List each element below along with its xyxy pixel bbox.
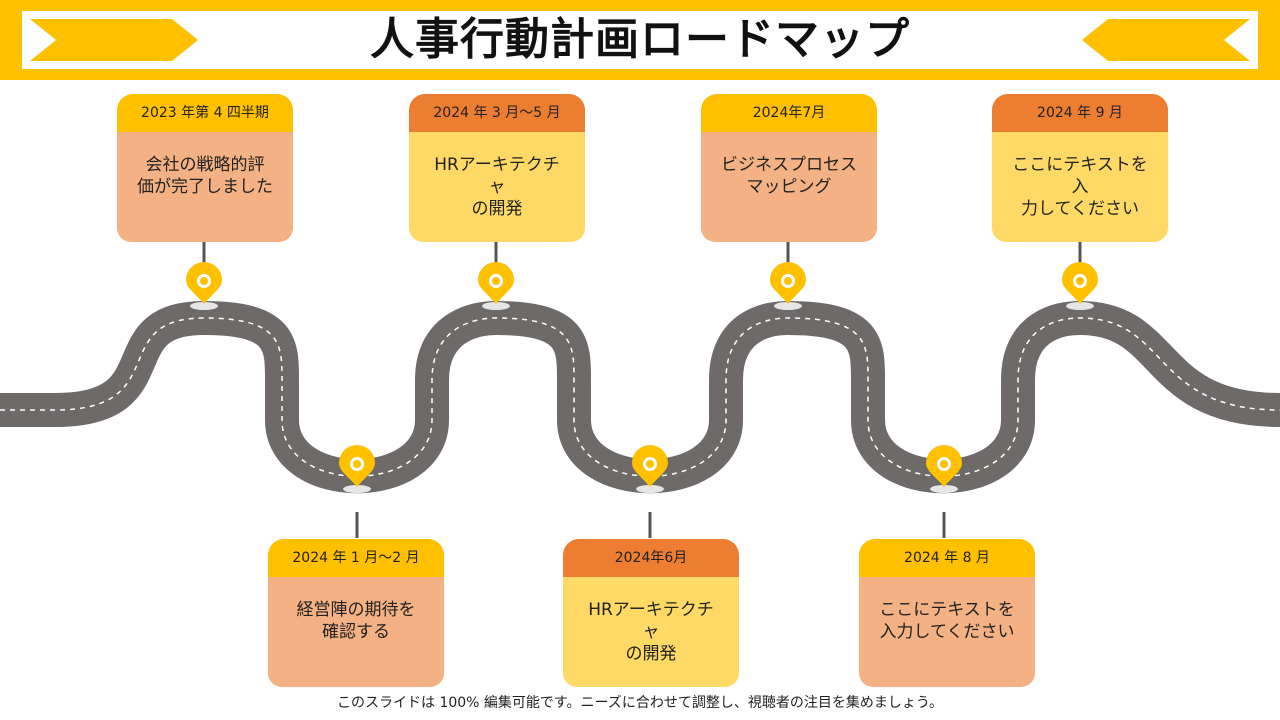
milestone-text: ここにテキストを 入力してください (879, 600, 1015, 642)
milestone-card: ここにテキストを 入力してください (859, 577, 1035, 687)
milestone-text: HRアーキテクチャ の開発 (434, 155, 560, 219)
milestone-date-label: 2024年6月 (563, 539, 739, 577)
pin-icon (478, 262, 514, 310)
pin-icon (926, 445, 962, 493)
pin-icon (632, 445, 668, 493)
footer-note: このスライドは 100% 編集可能です。ニーズに合わせて調整し、視聴者の注目を集… (337, 695, 943, 711)
milestone-date-label: 2023 年第 4 四半期 (117, 94, 293, 132)
page-title: 人事行動計画ロードマップ (370, 14, 910, 65)
milestone-text: HRアーキテクチャ の開発 (588, 600, 714, 664)
milestone-date-label: 2024 年 8 月 (859, 539, 1035, 577)
milestone-text: 会社の戦略的評 価が完了しました (137, 155, 273, 197)
milestone-text: ビジネスプロセス マッピング (721, 155, 857, 197)
milestone-card: HRアーキテクチャ の開発 (563, 577, 739, 687)
milestone-text: ここにテキストを入 力してください (1012, 155, 1148, 219)
milestone-date-label: 2024 年 9 月 (992, 94, 1168, 132)
milestone-card: 会社の戦略的評 価が完了しました (117, 132, 293, 242)
milestone-card: ここにテキストを入 力してください (992, 132, 1168, 242)
road-center-line (0, 317, 1280, 477)
milestone-text: 経営陣の期待を 確認する (296, 600, 416, 642)
milestone-date-label: 2024年7月 (701, 94, 877, 132)
pin-icon (1062, 262, 1098, 310)
milestone-card: 経営陣の期待を 確認する (268, 577, 444, 687)
milestone-card: ビジネスプロセス マッピング (701, 132, 877, 242)
left-arrow-decoration (30, 19, 198, 61)
pin-icon (339, 445, 375, 493)
milestone-card: HRアーキテクチャ の開発 (409, 132, 585, 242)
pin-icon (770, 262, 806, 310)
milestone-date-label: 2024 年 1 月〜2 月 (268, 539, 444, 577)
milestone-date-label: 2024 年 3 月〜5 月 (409, 94, 585, 132)
right-arrow-decoration (1082, 19, 1250, 61)
pin-icon (186, 262, 222, 310)
header-title-panel (22, 11, 1258, 69)
